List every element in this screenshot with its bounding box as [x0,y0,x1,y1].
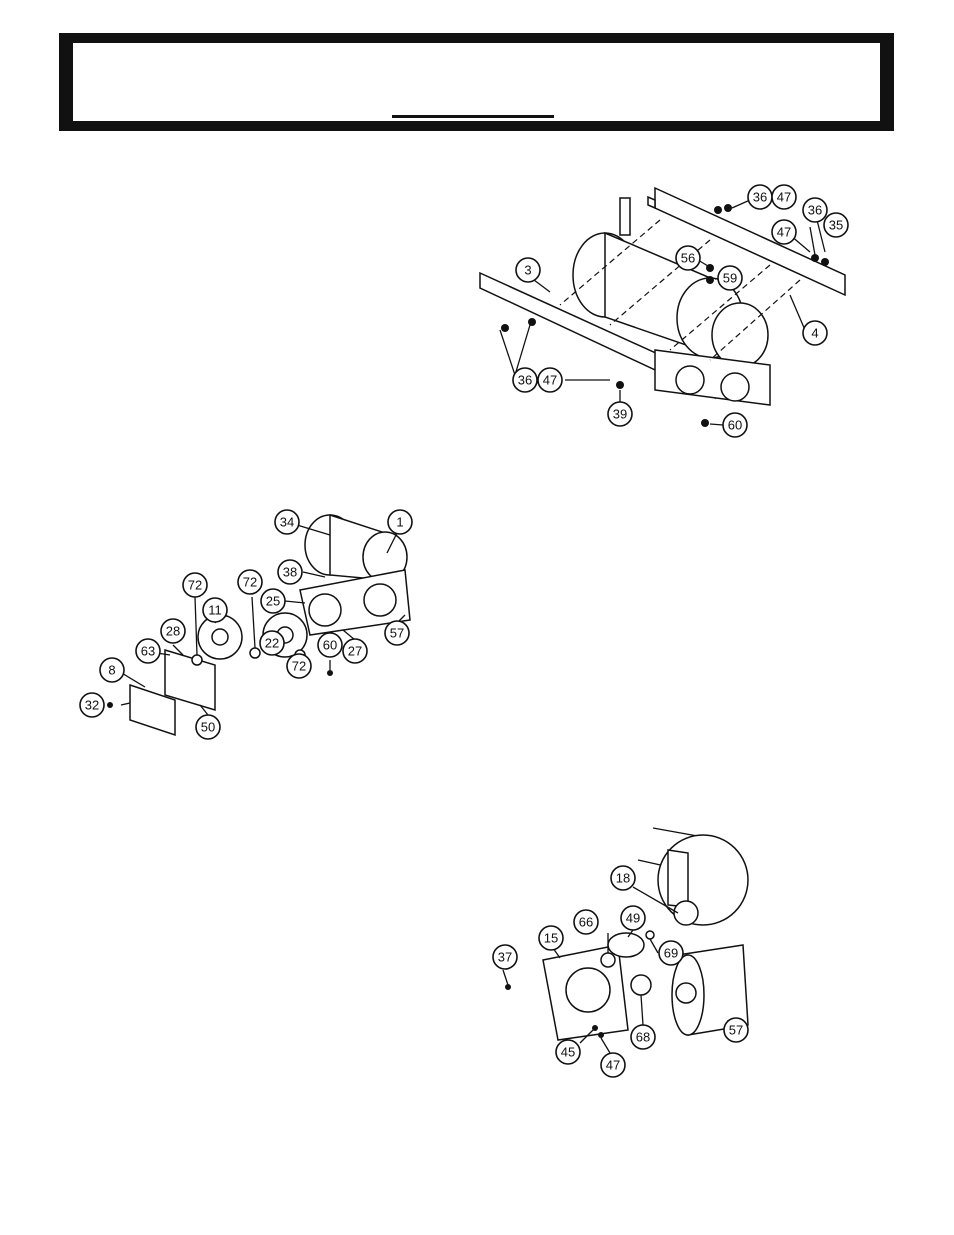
svg-text:28: 28 [166,624,180,639]
callout-47: 47 [537,367,563,393]
svg-text:36: 36 [808,203,822,218]
svg-text:57: 57 [390,626,404,641]
callout-59: 59 [717,265,743,291]
callout-68: 68 [630,1024,656,1050]
svg-text:63: 63 [141,644,155,659]
callout-38: 38 [277,559,303,585]
motor-diagram: 18 66 49 69 15 37 68 57 45 47 [492,827,749,1078]
callout-37: 37 [492,944,518,970]
callout-36: 36 [512,367,538,393]
callout-56: 56 [675,245,701,271]
callout-49: 49 [620,905,646,931]
callout-27: 27 [342,638,368,664]
callout-50: 50 [195,714,221,740]
svg-text:50: 50 [201,720,215,735]
svg-text:36: 36 [753,190,767,205]
svg-text:47: 47 [543,373,557,388]
callout-11: 11 [202,597,228,623]
callout-35: 35 [823,212,849,238]
callout-8: 8 [99,657,125,683]
callout-63: 63 [135,638,161,664]
callout-60: 60 [317,632,343,658]
mounting-diagram: 3 4 35 36 47 36 47 56 59 36 47 39 60 [479,184,849,438]
svg-text:56: 56 [681,251,695,266]
callout-72: 72 [237,569,263,595]
callout-72: 72 [286,653,312,679]
svg-text:27: 27 [348,644,362,659]
svg-text:18: 18 [616,871,630,886]
svg-text:60: 60 [323,638,337,653]
callout-72: 72 [182,572,208,598]
title-frame [71,41,882,123]
callout-47: 47 [771,184,797,210]
callout-57: 57 [723,1017,749,1043]
callout-18: 18 [610,865,636,891]
svg-text:57: 57 [729,1023,743,1038]
svg-text:47: 47 [777,190,791,205]
title-underline [392,115,554,118]
svg-text:39: 39 [613,407,627,422]
svg-text:38: 38 [283,565,297,580]
callout-1: 1 [387,509,413,535]
svg-text:35: 35 [829,218,843,233]
svg-text:47: 47 [777,225,791,240]
callout-39: 39 [607,401,633,427]
callout-25: 25 [260,588,286,614]
svg-text:15: 15 [544,931,558,946]
svg-text:37: 37 [498,950,512,965]
svg-text:72: 72 [188,578,202,593]
callout-47: 47 [771,219,797,245]
svg-text:34: 34 [280,515,294,530]
callout-22: 22 [259,630,285,656]
svg-text:59: 59 [723,271,737,286]
callout-34: 34 [274,509,300,535]
gear-train-diagram: 34 1 38 25 72 72 11 28 63 8 32 50 22 72 … [79,509,413,740]
svg-text:8: 8 [108,663,115,678]
callout-36: 36 [802,197,828,223]
svg-text:69: 69 [664,946,678,961]
callout-60: 60 [722,412,748,438]
callout-57: 57 [384,620,410,646]
svg-text:72: 72 [292,659,306,674]
callout-36: 36 [747,184,773,210]
callout-28: 28 [160,618,186,644]
svg-text:36: 36 [518,373,532,388]
svg-text:1: 1 [396,515,403,530]
svg-text:47: 47 [606,1058,620,1073]
svg-text:3: 3 [524,263,531,278]
svg-text:4: 4 [811,326,818,341]
callout-69: 69 [658,940,684,966]
title-banner [59,33,894,131]
svg-text:11: 11 [208,603,222,618]
svg-text:60: 60 [728,418,742,433]
svg-text:32: 32 [85,698,99,713]
svg-text:45: 45 [561,1045,575,1060]
callout-4: 4 [802,320,828,346]
callout-3: 3 [515,257,541,283]
callout-45: 45 [555,1039,581,1065]
svg-text:49: 49 [626,911,640,926]
callout-47: 47 [600,1052,626,1078]
svg-text:72: 72 [243,575,257,590]
svg-text:68: 68 [636,1030,650,1045]
svg-text:22: 22 [265,636,279,651]
callout-15: 15 [538,925,564,951]
svg-text:66: 66 [579,915,593,930]
callout-32: 32 [79,692,105,718]
callout-66: 66 [573,909,599,935]
svg-text:25: 25 [266,594,280,609]
